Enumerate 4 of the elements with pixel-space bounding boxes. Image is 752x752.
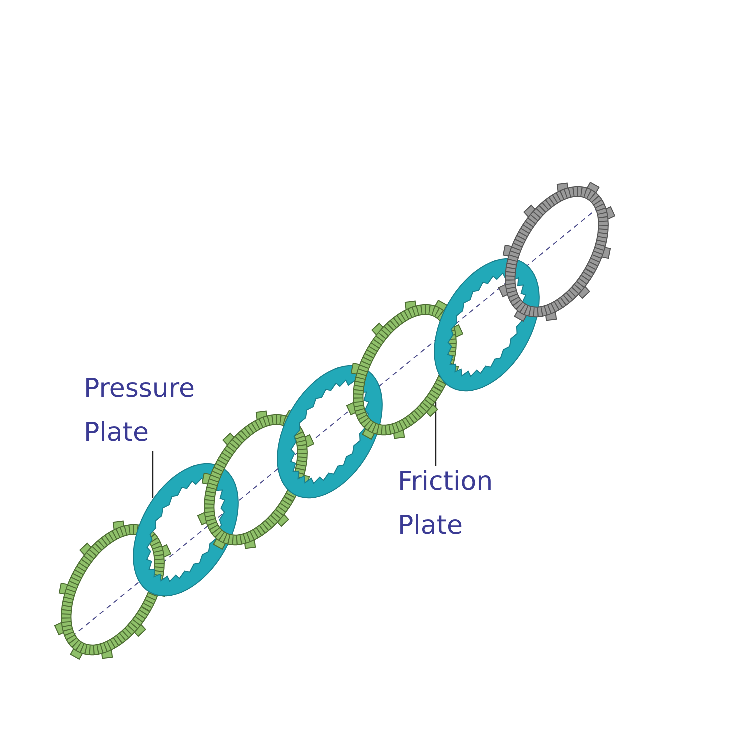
part-label: Friction Plate [398, 460, 538, 548]
leader-line [152, 451, 154, 499]
leader-line [435, 402, 437, 466]
part-label: Pressure Plate [84, 367, 224, 455]
